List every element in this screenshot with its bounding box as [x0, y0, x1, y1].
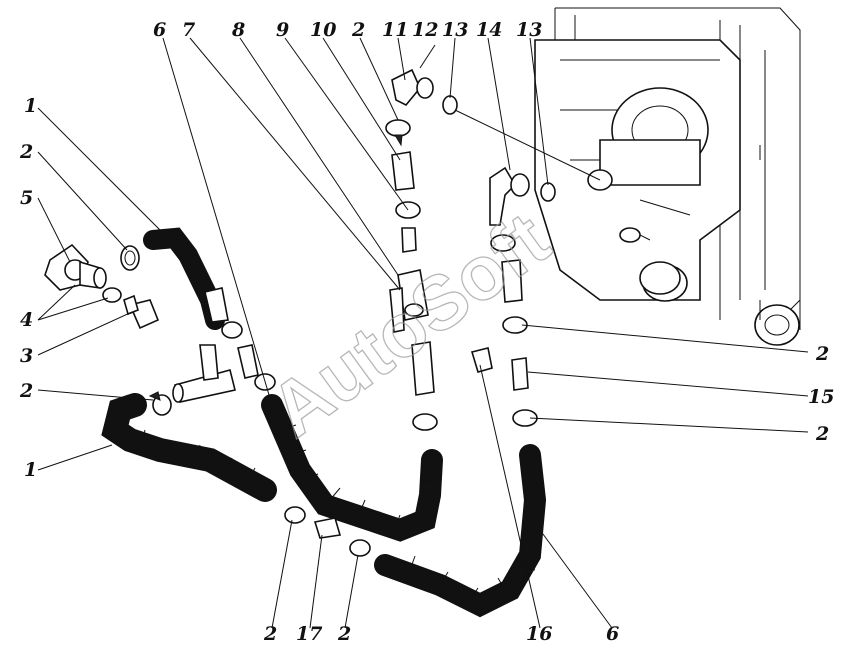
clamp-2-top-center [385, 119, 411, 147]
callout-label: 2 [19, 141, 33, 163]
clamp-2-mid-left [148, 391, 172, 416]
callout-label: 12 [412, 19, 438, 41]
clamp-2-bottom-a [284, 506, 306, 524]
callout-label: 5 [20, 187, 33, 209]
callout-label: 7 [182, 19, 195, 41]
gasket-13 [442, 95, 458, 115]
heater-unit-housing [534, 7, 801, 346]
roller-wheel [754, 304, 800, 346]
tap-16 [470, 347, 493, 373]
fitting-8 [401, 227, 417, 253]
callout-label: 16 [526, 623, 552, 645]
gasket-13-right [540, 182, 556, 202]
elbow-14 [489, 166, 530, 226]
callout-label: 4 [20, 309, 33, 331]
callout-label: 2 [815, 343, 829, 365]
hose-6-left [261, 394, 443, 542]
callout-label: 2 [351, 19, 365, 41]
callout-label: 6 [153, 19, 166, 41]
drain-valve-5 [44, 243, 107, 291]
clamp-2-right-upper [490, 234, 516, 252]
hose-1-upper [143, 227, 225, 330]
callout-label: 1 [24, 95, 37, 117]
tee-15 [511, 357, 529, 391]
hose-6-right [374, 444, 547, 618]
callout-label: 15 [808, 386, 834, 408]
callout-label: 1 [24, 459, 37, 481]
callout-label: 8 [231, 19, 245, 41]
hose-1-lower [101, 393, 277, 502]
callout-label: 3 [20, 345, 33, 367]
callout-label: 9 [276, 19, 289, 41]
callout-label: 10 [310, 19, 336, 41]
sleeve-10 [391, 151, 415, 191]
connector-17 [313, 517, 342, 539]
elbow-11 [391, 68, 434, 107]
callout-label: 11 [382, 19, 408, 41]
callout-label: 2 [19, 380, 33, 402]
callout-labels: 6 7 8 9 10 2 11 12 13 14 13 1 2 5 4 3 2 … [19, 19, 834, 645]
leader-lines [37, 37, 809, 629]
valve-7 [389, 269, 429, 333]
plug-3 [123, 294, 160, 330]
callout-label: 13 [516, 19, 542, 41]
callout-label: 2 [337, 623, 351, 645]
tee-fitting [172, 344, 236, 403]
callout-label: 2 [815, 423, 829, 445]
sleeve-right [501, 259, 523, 303]
callout-label: 14 [476, 19, 502, 41]
clamp-2-bottom-b [349, 539, 371, 557]
callout-label: 2 [263, 623, 277, 645]
callout-label: 17 [296, 623, 322, 645]
callout-label: 6 [606, 623, 619, 645]
pipe-segment [411, 341, 435, 396]
clamp-2-upper-left [120, 245, 140, 271]
callout-label: 13 [442, 19, 468, 41]
clamp-2-lower-center [412, 413, 438, 431]
washer-4 [102, 287, 122, 303]
